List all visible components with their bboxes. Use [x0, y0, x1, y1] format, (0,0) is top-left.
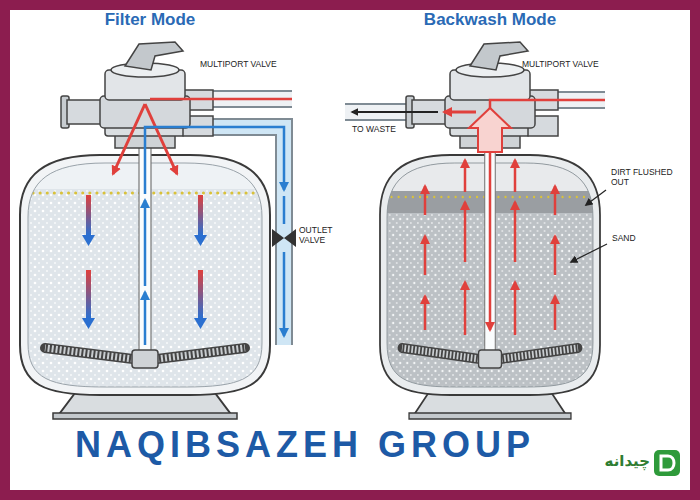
backwash-arrow: [424, 186, 427, 215]
watermark: چیدانه: [605, 452, 650, 470]
backwash-arrow: [444, 111, 476, 114]
inflow-arrow: [150, 98, 292, 101]
backwash-arrow: [514, 202, 517, 262]
leader-line: [586, 190, 606, 205]
outflow-arrow: [144, 200, 147, 286]
logo-icon: [661, 456, 674, 470]
multiport-valve: [61, 42, 213, 148]
filtering-arrow: [86, 270, 91, 318]
filtering-arrow: [194, 318, 207, 329]
backwash-arrow: [464, 202, 467, 262]
backwash-arrow: [424, 296, 427, 330]
outflow-arrow: [283, 196, 286, 224]
filtering-arrow: [198, 270, 203, 318]
filtering-arrow: [86, 195, 91, 235]
backwash-arrow: [514, 282, 517, 335]
inflow-arrow: [145, 104, 177, 174]
filtering-arrow: [194, 235, 207, 246]
waste-arrow: [352, 111, 438, 113]
brand-name: NAQIBSAZEH GROUP: [75, 424, 535, 466]
backwash-arrow: [424, 236, 427, 275]
logo-icon: [654, 450, 680, 476]
outflow-arrow: [145, 127, 284, 194]
filtering-arrow: [82, 235, 95, 246]
backwash-arrow: [469, 108, 511, 152]
part-label: MULTIPORT VALVE: [522, 60, 599, 70]
mode-title: Filter Mode: [105, 10, 196, 30]
part-label: DIRT FLUSHED OUT: [611, 168, 685, 188]
page-frame: [5, 5, 695, 495]
tank-base: [409, 393, 571, 419]
backwash-arrow: [514, 160, 517, 192]
backwash-arrow: [464, 282, 467, 335]
outflow-arrow: [144, 292, 147, 345]
outflow-arrow: [283, 252, 286, 336]
backwash-arrow: [490, 100, 605, 330]
inflow-arrow: [113, 104, 145, 174]
part-label: MULTIPORT VALVE: [200, 60, 277, 70]
part-label: TO WASTE: [352, 125, 396, 135]
backwash-arrow: [464, 160, 467, 192]
backwash-arrow: [554, 186, 557, 215]
backwash-arrow: [554, 296, 557, 330]
part-label: SAND: [612, 234, 636, 244]
part-label: OUTLET VALVE: [299, 226, 343, 246]
backwash-arrow: [554, 236, 557, 275]
filtering-arrow: [82, 318, 95, 329]
outlet-valve-symbol: [272, 229, 296, 247]
mode-title: Backwash Mode: [424, 10, 556, 30]
leader-line: [571, 244, 607, 262]
filtering-arrow: [198, 195, 203, 235]
tank-base: [53, 393, 237, 419]
